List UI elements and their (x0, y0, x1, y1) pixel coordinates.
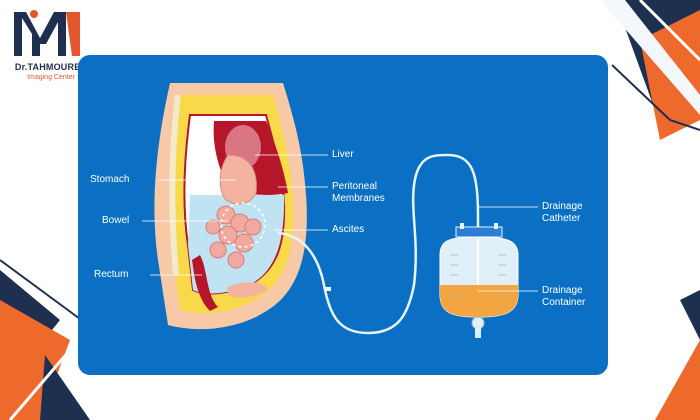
drainage-container (439, 223, 519, 338)
label-bowel: Bowel (102, 215, 130, 226)
rectum-organ (192, 255, 218, 311)
logo-mark-icon (14, 10, 80, 56)
label-rectum: Rectum (94, 269, 129, 280)
label-stomach: Stomach (90, 174, 130, 185)
logo-subtitle: Imaging Center (27, 74, 75, 81)
diagram-artwork (142, 83, 538, 338)
drainage-fluid (440, 285, 518, 317)
label-liver: Liver (332, 149, 354, 160)
ascites-drainage-diagram: Stomach Bowel Rectum Liver Peritoneal Me… (78, 55, 608, 375)
label-peritoneal-membranes: Peritoneal Membranes (332, 181, 385, 204)
drainage-tube (277, 153, 480, 335)
label-drainage-catheter: Drainage Catheter (542, 201, 583, 224)
logo-name: Dr.TAHMOUREH (14, 62, 88, 72)
label-ascites: Ascites (332, 224, 365, 235)
label-drainage-container: Drainage Container (542, 285, 586, 308)
logo: Dr.TAHMOUREH Imaging Center (6, 4, 90, 86)
bowel-organ (205, 205, 262, 269)
